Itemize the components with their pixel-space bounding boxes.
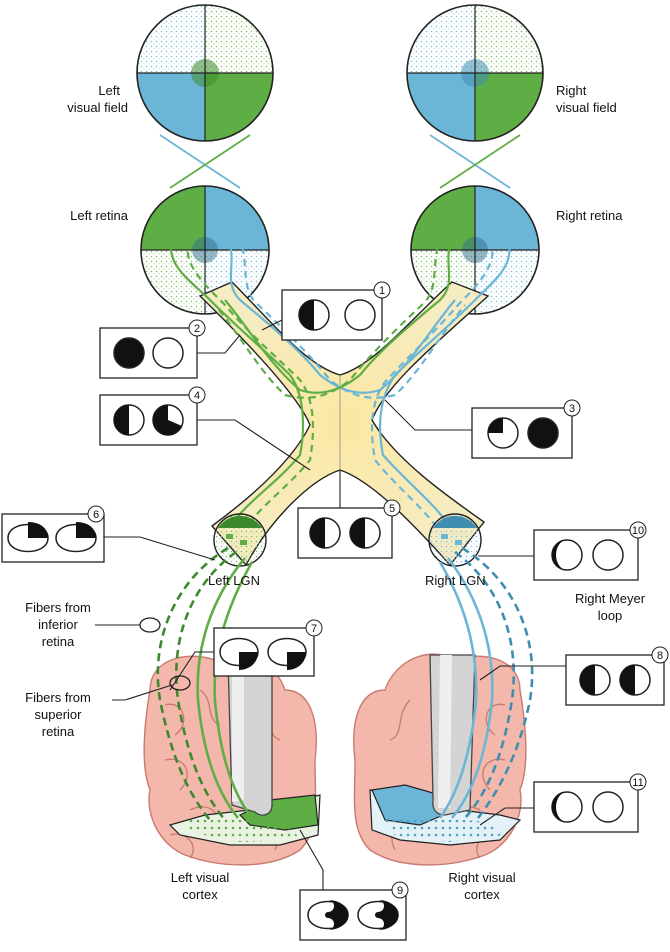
fibers-inferior-label-line1: Fibers from (25, 600, 91, 615)
right-lgn-label: Right LGN (425, 573, 486, 588)
lesion-number-2: 2 (194, 323, 200, 335)
right-visual-cortex-label-line1: Right visual (448, 870, 515, 885)
lesion-box-2: 2 (99, 319, 206, 379)
superior-fibers-marker (169, 675, 191, 691)
fibers-superior-label-line3: retina (42, 724, 75, 739)
left-lgn (213, 513, 267, 567)
lesion-number-6: 6 (93, 509, 99, 521)
lesion-box-3: 3 (471, 399, 581, 459)
left-visual-field-circle (136, 4, 274, 142)
lesion-number-7: 7 (311, 623, 317, 635)
right-meyer-loop-label-line1: Right Meyer (575, 591, 646, 606)
right-retractor (429, 654, 476, 816)
right-visual-cortex-label-line2: cortex (464, 887, 500, 902)
lesion-number-9: 9 (397, 885, 403, 897)
fibers-superior-label-line2: superior (35, 707, 83, 722)
projection-lines (159, 134, 521, 189)
right-visual-field-label-line1: Right (556, 83, 587, 98)
right-meyer-loop-label-line2: loop (598, 608, 623, 623)
lesion-number-11: 11 (632, 777, 643, 789)
left-visual-field-label-line2: visual field (67, 100, 128, 115)
left-retractor (227, 659, 273, 816)
lesion-box-11: 11 (533, 773, 647, 833)
lesion-box-1: 1 (281, 281, 391, 341)
left-eye-fibers (169, 231, 466, 526)
right-optic-radiation (438, 546, 534, 819)
fibers-inferior-label-line3: retina (42, 634, 75, 649)
left-optic-radiation (156, 546, 254, 821)
right-visual-field-label-line2: visual field (556, 100, 617, 115)
lesion-number-3: 3 (569, 403, 575, 415)
right-visual-field-circle (406, 4, 544, 142)
lesion-box-8: 8 (565, 646, 669, 706)
lesion-number-1: 1 (379, 285, 385, 297)
leader-lines (95, 319, 566, 912)
fibers-superior-label-line1: Fibers from (25, 690, 91, 705)
left-visual-cortex-label-line2: cortex (182, 887, 218, 902)
lesion-box-5: 5 (297, 499, 401, 559)
lesion-number-8: 8 (657, 650, 663, 662)
lesion-box-4: 4 (99, 386, 206, 446)
left-retina-label: Left retina (70, 208, 129, 223)
left-visual-cortex-label-line1: Left visual (171, 870, 230, 885)
lesion-box-10: 10 (533, 521, 647, 581)
lesion-number-5: 5 (389, 503, 395, 515)
lesion-number-10: 10 (632, 525, 644, 537)
right-lgn (428, 513, 482, 567)
lesion-box-6: 6 (1, 505, 105, 563)
left-visual-field-label-line1: Left (98, 83, 120, 98)
right-retina-label: Right retina (556, 208, 623, 223)
left-retina-circle (140, 185, 270, 315)
left-lgn-label: Left LGN (208, 573, 260, 588)
lesion-box-7: 7 (213, 619, 323, 677)
right-eye-fibers (214, 231, 511, 526)
inferior-fibers-marker (139, 617, 161, 633)
lesion-number-4: 4 (194, 390, 200, 402)
lesion-box-9: 9 (299, 881, 409, 941)
fibers-inferior-label-line2: inferior (38, 617, 78, 632)
